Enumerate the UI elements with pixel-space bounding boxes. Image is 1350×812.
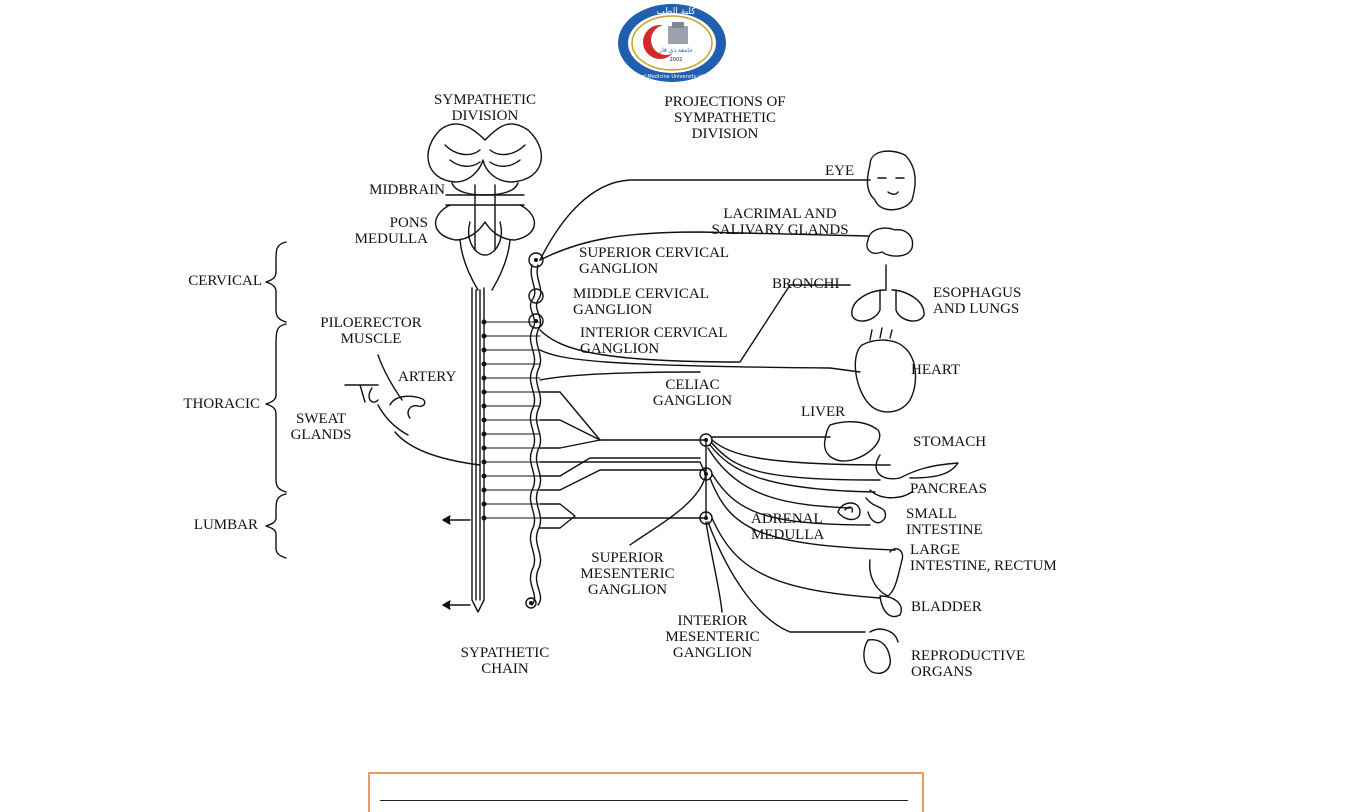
projections-heading: PROJECTIONS OF SYMPATHETIC DIVISION [664,94,786,142]
college-logo: جامعة ذي قار 2002 كلية الطب College of M… [618,4,726,82]
label-artery: ARTERY [398,369,457,385]
sympathetic-chain-drawing [525,252,544,609]
label-sympathetic-chain: SYPATHETIC CHAIN [460,645,550,677]
label-pancreas: PANCREAS [910,481,987,497]
label-middle-cervical-ganglion: MIDDLE CERVICAL GANGLION [573,286,709,318]
label-midbrain: MIDBRAIN [369,182,445,198]
brain-drawing [427,123,543,291]
label-sweat-glands: SWEAT GLANDS [290,411,352,443]
label-celiac-ganglion: CELIAC GANGLION [652,377,733,409]
label-reproductive-organs: REPRODUCTIVE ORGANS [911,648,1026,680]
label-superior-mesenteric-ganglion: SUPERIOR MESENTERIC GANGLION [580,550,675,598]
label-superior-cervical-ganglion: SUPERIOR CERVICAL GANGLION [579,245,730,277]
spinal-cord-drawing [442,287,541,613]
logo-university-name: College of Medicine University of Thi-Qa… [621,74,724,80]
logo-arabic-subtitle: جامعة ذي قار [658,47,693,54]
label-medulla: MEDULLA [354,231,428,247]
logo-arabic-title: كلية الطب [656,7,696,17]
label-piloerector: PILOERECTOR MUSCLE [320,315,422,347]
label-interior-cervical-ganglion: INTERIOR CERVICAL GANGLION [580,325,728,357]
label-bronchi: BRONCHI [772,276,840,292]
logo-year: 2002 [670,57,683,63]
label-bladder: BLADDER [911,599,982,615]
label-pons: PONS [389,215,428,231]
label-thoracic: THORACIC [183,396,260,412]
label-adrenal-medulla: ADRENAL MEDULLA [751,511,825,543]
label-interior-mesenteric-ganglion: INTERIOR MESENTERIC GANGLION [665,613,760,661]
outflow-lines [539,179,896,633]
footer-box [368,772,924,812]
footer-rule [380,800,908,801]
organ-drawings [823,150,959,674]
label-heart: HEART [911,362,961,378]
skin-effectors [344,354,481,466]
region-braces [265,241,287,559]
label-liver: LIVER [801,404,846,420]
label-eye: EYE [825,163,855,179]
label-lumbar: LUMBAR [193,517,258,533]
label-lacrimal-salivary: LACRIMAL AND SALIVARY GLANDS [711,206,849,238]
label-large-intestine: LARGE INTESTINE, RECTUM [910,542,1057,574]
label-small-intestine: SMALL INTESTINE [906,506,983,538]
sympathetic-division-heading: SYMPATHETIC DIVISION [434,92,536,124]
label-stomach: STOMACH [913,434,987,450]
label-cervical: CERVICAL [188,273,262,289]
label-esophagus-lungs: ESOPHAGUS AND LUNGS [933,285,1022,317]
